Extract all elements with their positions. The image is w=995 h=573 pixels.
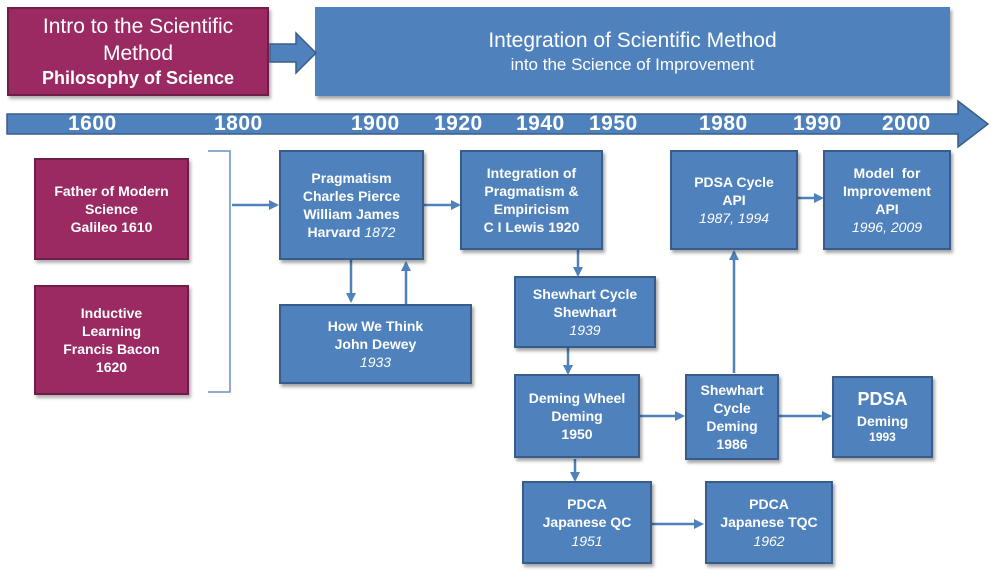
galileo-line1: Father of Modern	[54, 182, 169, 199]
bacon-line3: Francis Bacon	[63, 341, 160, 357]
pdca-tqc-line1: PDCA	[749, 496, 789, 513]
galileo-line3: Galileo 1610	[70, 219, 153, 236]
bracket	[208, 150, 231, 393]
shewhart-deming-year: 1986	[716, 436, 748, 453]
model-api-line1: Model for	[853, 164, 921, 181]
intro-title-line2: Method	[102, 41, 174, 65]
pdca-qc-year: 1951	[571, 532, 603, 549]
integration-pe-box: Integration of Pragmatism & Empiricism C…	[460, 150, 603, 250]
integration-pe-line4: C I Lewis 1920	[483, 219, 580, 236]
deming-wheel-year: 1950	[561, 426, 593, 443]
header-block-arrow	[269, 31, 318, 75]
pdsa-api-line1: PDSA Cycle	[694, 173, 774, 190]
shewhart-deming-box: Shewhart Cycle Deming 1986	[685, 374, 779, 460]
galileo-box: Father of Modern Science Galileo 1610	[34, 158, 189, 260]
pdsa-api-years: 1987, 1994	[698, 210, 770, 227]
pragmatism-line4: Harvard 1872	[308, 223, 396, 241]
year-1900: 1900	[351, 112, 400, 135]
pdca-tqc-line2: Japanese TQC	[720, 514, 818, 531]
intro-subtitle: Philosophy of Science	[41, 68, 235, 89]
galileo-line2: Science	[85, 200, 138, 217]
year-1600: 1600	[68, 112, 117, 135]
dewey-year: 1933	[359, 354, 392, 371]
shewhart-deming-line2: Cycle	[713, 399, 751, 416]
shewhart-cycle-box: Shewhart Cycle Shewhart 1939	[514, 276, 656, 348]
model-api-line2: Improvement	[843, 182, 931, 199]
pdsa-deming-year: 1993	[869, 429, 896, 444]
model-api-years: 1996, 2009	[851, 219, 923, 236]
pdca-tqc-year: 1962	[753, 532, 785, 549]
deming-wheel-line1: Deming Wheel	[528, 389, 626, 406]
pdsa-deming-line2: Deming	[856, 412, 909, 429]
integration-pe-line1: Integration of	[486, 164, 577, 181]
year-1920: 1920	[434, 112, 483, 135]
pragmatism-box: Pragmatism Charles Pierce William James …	[279, 150, 424, 260]
year-1940: 1940	[516, 112, 565, 135]
shewhart-cycle-line1: Shewhart Cycle	[532, 285, 638, 302]
model-api-box: Model for Improvement API 1996, 2009	[823, 150, 951, 250]
pdca-qc-box: PDCA Japanese QC 1951	[522, 481, 652, 564]
pdsa-api-line2: API	[722, 191, 746, 208]
shewhart-deming-line1: Shewhart	[700, 381, 764, 398]
year-1950: 1950	[589, 112, 638, 135]
bacon-line4: 1620	[95, 359, 128, 376]
shewhart-cycle-year: 1939	[569, 322, 601, 339]
pdca-tqc-box: PDCA Japanese TQC 1962	[705, 481, 833, 564]
bacon-line1: Inductive	[80, 304, 143, 321]
pdsa-deming-box: PDSA Deming 1993	[832, 376, 933, 458]
integration-pe-line3: Empiricism	[493, 201, 570, 217]
pragmatism-line1: Pragmatism	[311, 169, 392, 186]
dewey-line1: How We Think	[327, 317, 424, 334]
intro-scientific-method-box: Intro to the Scientific Method Philosoph…	[7, 7, 269, 96]
year-1800: 1800	[214, 112, 263, 135]
pdca-qc-line1: PDCA	[567, 496, 607, 513]
pdca-qc-line2: Japanese QC	[542, 514, 632, 531]
shewhart-deming-line3: Deming	[706, 418, 758, 434]
integration-title: Integration of Scientific Method	[488, 28, 777, 52]
intro-title-line1: Intro to the Scientific	[42, 14, 234, 38]
bacon-box: Inductive Learning Francis Bacon 1620	[34, 285, 189, 395]
dewey-line2: John Dewey	[334, 335, 417, 352]
timeline-arrow	[6, 99, 990, 149]
deming-wheel-line2: Deming	[551, 407, 603, 424]
pragmatism-line2: Charles Pierce	[302, 187, 401, 204]
integration-subtitle: into the Science of Improvement	[510, 55, 755, 75]
deming-wheel-box: Deming Wheel Deming 1950	[514, 374, 640, 458]
bacon-line2: Learning	[81, 322, 142, 339]
pragmatism-place: Harvard	[307, 224, 361, 241]
year-2000: 2000	[882, 112, 931, 135]
year-1990: 1990	[793, 112, 842, 135]
shewhart-cycle-line2: Shewhart	[553, 303, 617, 320]
pragmatism-line3: William James	[303, 206, 400, 222]
pdsa-deming-line1: PDSA	[857, 389, 908, 410]
integration-pe-line2: Pragmatism &	[484, 182, 579, 199]
integration-header-box: Integration of Scientific Method into th…	[315, 7, 950, 96]
pragmatism-year: 1872	[364, 224, 396, 241]
year-1980: 1980	[699, 112, 748, 135]
pdsa-api-box: PDSA Cycle API 1987, 1994	[670, 150, 798, 250]
model-api-line3: API	[875, 201, 899, 217]
dewey-box: How We Think John Dewey 1933	[279, 304, 472, 384]
